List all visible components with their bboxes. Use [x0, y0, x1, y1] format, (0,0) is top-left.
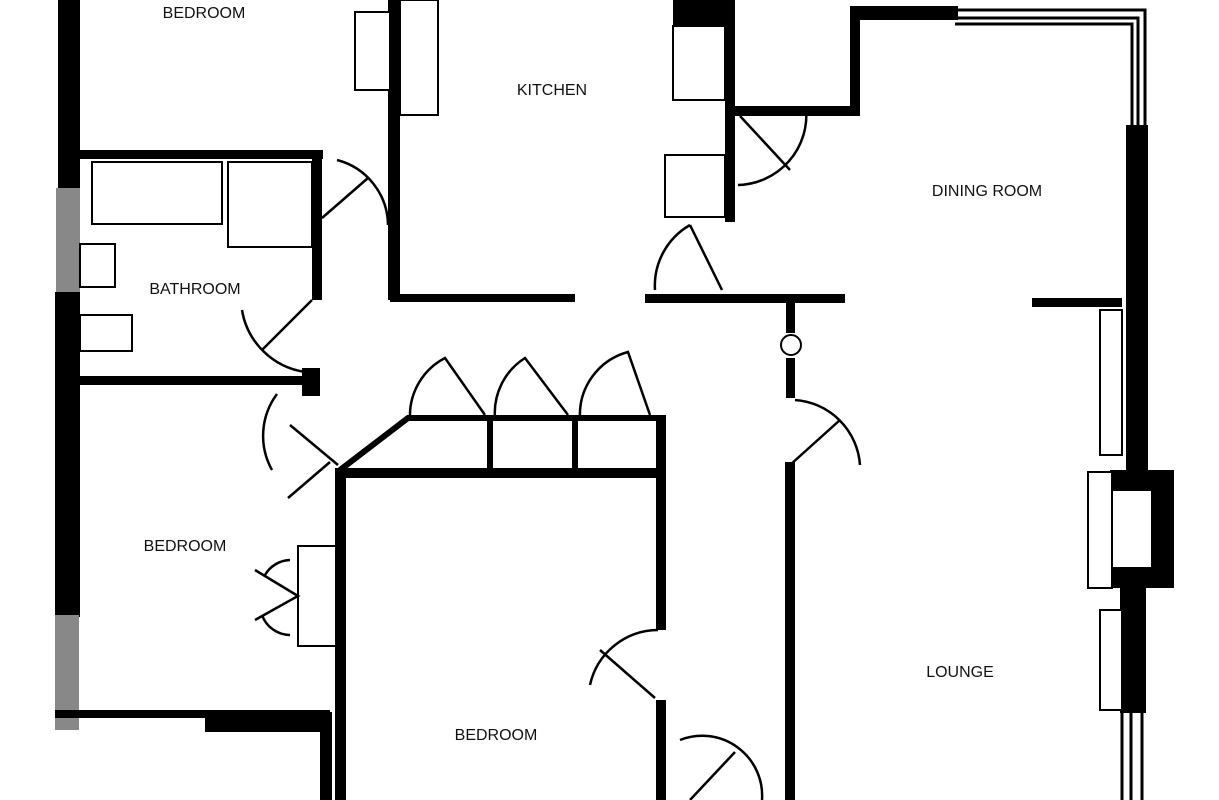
light-fixture-icon	[780, 334, 802, 356]
room-label-bedroom-left: BEDROOM	[144, 538, 227, 555]
bathroom-window	[56, 188, 80, 294]
fixtures	[79, 0, 726, 647]
walls	[55, 0, 1174, 800]
room-label-dining-room: DINING ROOM	[932, 183, 1042, 200]
room-label-bedroom-center: BEDROOM	[455, 727, 538, 744]
room-label-bathroom: BATHROOM	[149, 281, 240, 298]
room-label-bedroom-top: BEDROOM	[163, 5, 246, 22]
room-label-kitchen: KITCHEN	[517, 82, 587, 99]
room-label-lounge: LOUNGE	[926, 664, 994, 681]
doors	[240, 106, 862, 800]
